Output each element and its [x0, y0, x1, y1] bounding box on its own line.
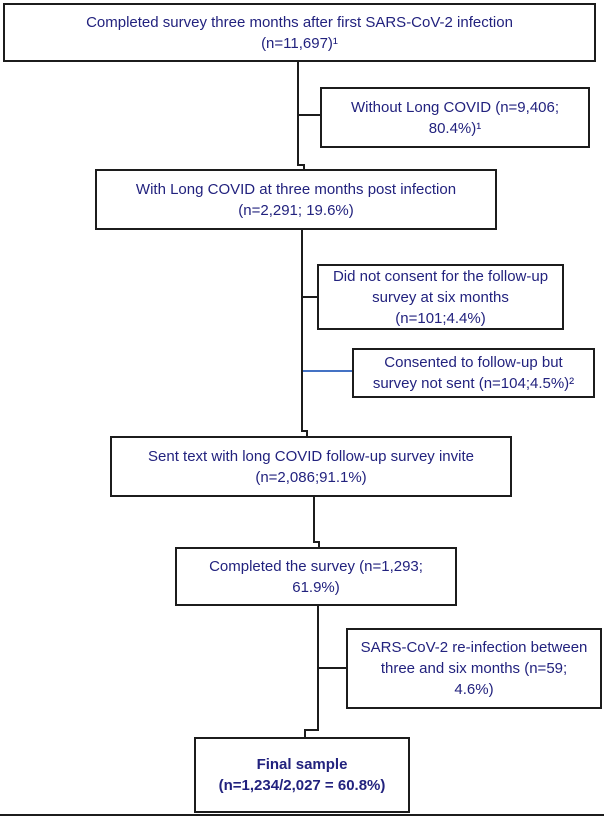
connector-longcovid-to-invite [301, 230, 303, 432]
flow-node-line: Completed survey three months after firs… [86, 13, 513, 31]
connector-completed-to-final-jog [304, 729, 306, 737]
connector-invite-to-completed-jog [318, 541, 320, 547]
flow-node-line: (n=11,697)¹ [261, 34, 338, 52]
flow-node-line: 61.9%) [292, 578, 340, 596]
flow-node-line: 80.4%)¹ [428, 119, 482, 137]
connector-branch-without-long-covid [297, 114, 320, 116]
connector-invite-to-completed-jog [313, 541, 320, 543]
flow-node-without-long-covid: Without Long COVID (n=9,406; 80.4%)¹ [320, 87, 590, 148]
connector-longcovid-to-invite-jog [306, 430, 308, 436]
flow-node-sent-invite: Sent text with long COVID follow-up surv… [110, 436, 512, 497]
flow-node-no-consent: Did not consent for the follow-up survey… [317, 264, 564, 330]
connector-initial-to-longcovid-jog [297, 164, 305, 166]
flow-node-line: Completed the survey (n=1,293; [209, 557, 423, 575]
flow-node-line: Sent text with long COVID follow-up surv… [148, 447, 474, 465]
connector-branch-survey-not-sent [303, 370, 352, 372]
flow-node-initial-survey: Completed survey three months after firs… [3, 3, 596, 62]
connector-completed-to-final-jog [304, 729, 319, 731]
flow-node-line: three and six months (n=59; [380, 660, 568, 677]
connector-branch-no-consent [303, 296, 317, 298]
flow-node-line: survey at six months [372, 288, 509, 306]
flow-node-with-long-covid: With Long COVID at three months post inf… [95, 169, 497, 230]
flow-node-survey-not-sent: Consented to follow-up but survey not se… [352, 348, 595, 398]
connector-invite-to-completed [313, 497, 315, 543]
flow-node-final-sample: Final sample (n=1,234/2,027 = 60.8%) [194, 737, 410, 813]
flow-node-line: Consented to follow-up but [384, 354, 563, 371]
connector-longcovid-to-invite-jog [301, 430, 308, 432]
flow-node-line: (n=2,086;91.1%) [255, 468, 367, 486]
flow-node-line: Final sample [256, 756, 348, 773]
flow-node-line: survey not sent (n=104;4.5%)² [372, 375, 575, 392]
connector-completed-to-final [317, 606, 319, 731]
flow-node-line: Without Long COVID (n=9,406; [350, 98, 560, 116]
figure-bottom-rule [0, 814, 604, 816]
connector-initial-to-longcovid-jog [303, 164, 305, 169]
flow-node-line: SARS-CoV-2 re-infection between [360, 639, 588, 656]
flow-node-line: With Long COVID at three months post inf… [135, 180, 457, 198]
connector-branch-reinfection [319, 667, 346, 669]
flow-node-completed-survey: Completed the survey (n=1,293; 61.9%) [175, 547, 457, 606]
flow-node-line: (n=2,291; 19.6%) [238, 201, 354, 219]
flow-node-line: 4.6%) [454, 681, 494, 698]
flow-node-line: (n=1,234/2,027 = 60.8%) [218, 777, 386, 794]
flow-node-reinfection: SARS-CoV-2 re-infection between three an… [346, 628, 602, 709]
flow-node-line: Did not consent for the follow-up [332, 267, 549, 285]
flow-node-line: (n=101;4.4%) [395, 309, 486, 327]
